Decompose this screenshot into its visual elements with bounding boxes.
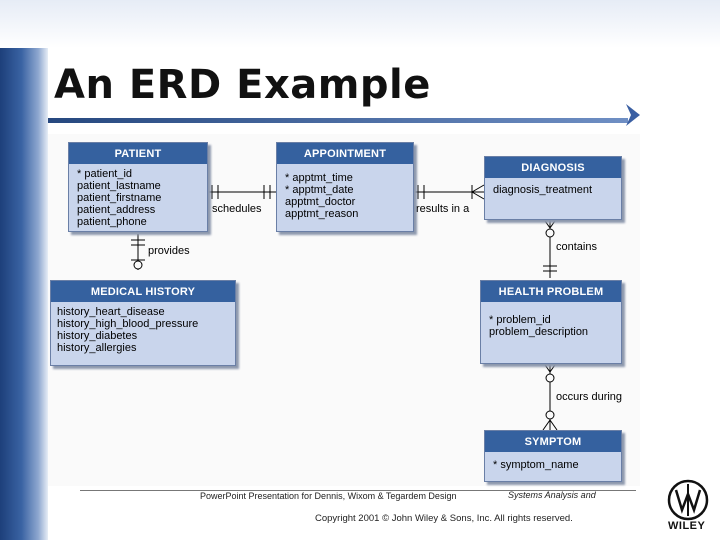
wiley-logo-icon — [667, 479, 709, 521]
attribute: * apptmt_date — [285, 184, 354, 196]
relationship-schedules: schedules — [212, 203, 262, 215]
entity-symptom: SYMPTOM * symptom_name — [484, 430, 622, 482]
attribute: patient_lastname — [77, 180, 161, 192]
attribute: patient_address — [77, 204, 156, 216]
footer-divider — [80, 490, 636, 491]
relationship-results-in: results in a — [416, 203, 470, 215]
entity-diagnosis: DIAGNOSIS diagnosis_treatment — [484, 156, 622, 220]
entity-patient-attributes: * patient_id patient_lastname patient_fi… — [69, 164, 207, 232]
entity-symptom-attributes: * symptom_name — [485, 452, 621, 475]
attribute: diagnosis_treatment — [493, 184, 593, 196]
attribute: problem_description — [489, 326, 589, 338]
attribute: apptmt_doctor — [285, 196, 356, 208]
title-underline — [48, 118, 628, 123]
entity-appointment: APPOINTMENT * apptmt_time * apptmt_date … — [276, 142, 414, 232]
attribute: history_diabetes — [57, 330, 138, 342]
attribute: patient_phone — [77, 216, 147, 228]
entity-health-problem-attributes: * problem_id problem_description — [481, 302, 621, 342]
attribute: apptmt_reason — [285, 208, 359, 220]
entity-appointment-attributes: * apptmt_time * apptmt_date apptmt_docto… — [277, 164, 413, 224]
attribute: * problem_id — [489, 314, 551, 326]
attribute: * apptmt_time — [285, 172, 353, 184]
attribute: patient_firstname — [77, 192, 162, 204]
slide-title: An ERD Example — [54, 62, 431, 108]
entity-health-problem: HEALTH PROBLEM * problem_id problem_desc… — [480, 280, 622, 364]
attribute: * symptom_name — [493, 459, 579, 471]
footer-presentation: PowerPoint Presentation for Dennis, Wixo… — [200, 491, 457, 501]
entity-symptom-name: SYMPTOM — [485, 431, 621, 452]
attribute: * patient_id — [77, 168, 133, 180]
attribute: history_high_blood_pressure — [57, 318, 199, 330]
footer-copyright: Copyright 2001 © John Wiley & Sons, Inc.… — [315, 513, 573, 524]
left-gradient-band — [0, 0, 48, 540]
top-gradient-fade — [0, 0, 720, 48]
relationship-provides: provides — [148, 245, 190, 257]
entity-medical-history-attributes: history_heart_disease history_high_blood… — [51, 302, 235, 358]
attribute: history_allergies — [57, 342, 137, 354]
entity-health-problem-name: HEALTH PROBLEM — [481, 281, 621, 302]
attribute: history_heart_disease — [57, 306, 165, 318]
relationship-contains: contains — [556, 241, 597, 253]
erd-diagram: PATIENT * patient_id patient_lastname pa… — [48, 134, 640, 486]
entity-medical-history: MEDICAL HISTORY history_heart_disease hi… — [50, 280, 236, 366]
footer-book-title: Systems Analysis and — [508, 490, 596, 500]
entity-appointment-name: APPOINTMENT — [277, 143, 413, 164]
entity-patient: PATIENT * patient_id patient_lastname pa… — [68, 142, 208, 232]
relationship-lines — [131, 184, 558, 431]
entity-patient-name: PATIENT — [69, 143, 207, 164]
logo-wordmark: WILEY — [668, 520, 706, 532]
arrow-icon — [626, 104, 640, 126]
entity-diagnosis-name: DIAGNOSIS — [485, 157, 621, 178]
entity-medical-history-name: MEDICAL HISTORY — [51, 281, 235, 302]
entity-diagnosis-attributes: diagnosis_treatment — [485, 178, 621, 200]
relationship-occurs-during: occurs during — [556, 391, 623, 403]
